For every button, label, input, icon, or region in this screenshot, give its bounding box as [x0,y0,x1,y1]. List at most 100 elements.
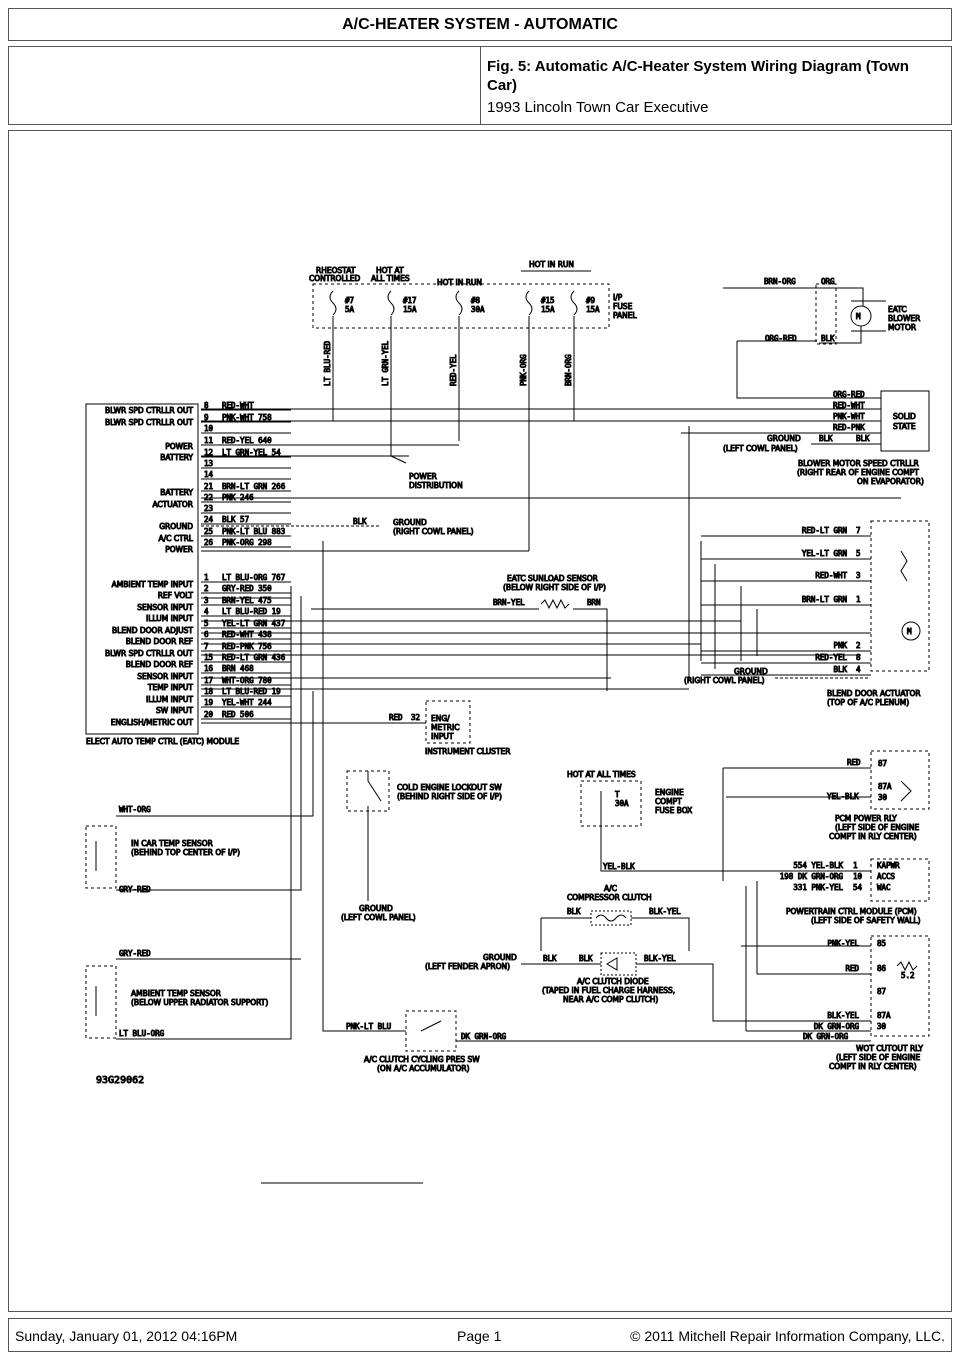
clutch-coil [595,914,627,922]
module-pin-wire: PNK-WHT 758 [222,413,272,422]
module-pin-number: 25 [204,527,213,536]
wot-row-wire: DK GRN-ORG [814,1022,860,1031]
module-function-label: BLEND DOOR ADJUST [112,626,193,635]
motor-symbol: M [856,312,861,321]
module-pin-wire: RED-WHT 438 [222,630,272,639]
incar-label-b: (BEHIND TOP CENTER OF I/P) [131,848,240,857]
module-function-label: BLWR SPD CTRLLR OUT [105,649,193,658]
footer-copyright: © 2011 Mitchell Repair Information Compa… [630,1328,945,1344]
blower-wire-1: BRN-ORG [764,277,796,286]
diagram-panel: RHEOSTAT CONTROLLED HOT AT ALL TIMES HOT… [8,130,952,1312]
pcm-label: POWERTRAIN CTRL MODULE (PCM) [786,907,917,916]
pcm-power-relay [870,750,930,810]
blend-pin-wire: BRN-LT GRN [802,595,847,604]
instrument-cluster [425,700,471,744]
fuse-heading-2: HOT AT [376,266,404,275]
blend-motor [901,621,921,641]
diode-ground: GROUND [483,953,517,962]
pcm-row-wire: 331 PNK-YEL [793,883,843,892]
module-pin-number: 4 [204,607,209,616]
module-function-label: A/C CTRL [159,534,194,543]
engine-fuse-box [580,780,642,827]
module-pin-number: 13 [204,459,213,468]
fuse-panel-label-c: PANEL [613,311,638,320]
module-function-label: ILLUM INPUT [146,614,193,623]
engine-fuse-label-c: FUSE BOX [655,806,692,815]
ground-24-wire: BLK [353,517,367,526]
figure-title: Fig. 5: Automatic A/C-Heater System Wiri… [487,58,909,94]
sc-gnd-wire: BLK [819,434,833,443]
footer-page: Page 1 [457,1328,502,1344]
fuse-amp: 30A [471,305,485,314]
pcm-relay-wires [722,767,912,881]
module-function-label: SENSOR INPUT [137,603,193,612]
blend-pot [900,550,908,582]
module-function-label: GROUND [159,522,193,531]
module-pin-number: 1 [204,573,209,582]
module-function-label: REF VOLT [158,591,194,600]
pcm-relay-w2: YEL-BLK [827,792,859,801]
cluster-pin: 32 [411,713,420,722]
module-pin-wire: PNK-LT BLU 883 [222,527,285,536]
sc-wire-2: RED-WHT [833,401,865,410]
wot-row-pin: 86 [877,964,887,973]
module-pin-wire: BLK 57 [222,515,249,524]
fuse-heading-4: HOT IN RUN [529,260,574,269]
fuse-number: #8 [471,296,481,305]
fuse-symbol [525,290,533,316]
speed-controller [880,390,930,452]
diode-wires [521,963,871,1022]
fuse-amp: 15A [403,305,417,314]
blower-wires [723,287,864,344]
blend-pin-number: 2 [856,641,861,650]
wot-row-wire: BLK-YEL [827,1011,859,1020]
ambient-w2: LT BLU-ORG [119,1029,165,1038]
ambient-wires [116,586,301,1040]
cycling-wires [322,541,871,1042]
blend-gnd-label: GROUND [734,667,768,676]
sc-wire-5: BLK [856,434,870,443]
page-footer: Sunday, January 01, 2012 04:16PM Page 1 … [8,1318,952,1352]
blend-pin-wire: YEL-LT GRN [802,549,847,558]
blend-motor-symbol: M [907,627,912,636]
sc-ground-label: GROUND [767,434,801,443]
cluster-under: INSTRUMENT CLUSTER [425,747,510,756]
module-pin-wire: RED 506 [222,710,254,719]
diode-label-b: (TAPED IN FUEL CHARGE HARNESS, [542,986,675,995]
speed-ctrl-label-c: ON EVAPORATOR) [857,477,924,486]
module-pin-number: 24 [204,515,214,524]
fuse-number: #15 [541,296,555,305]
cold-sw-ground: GROUND [359,904,393,913]
blower-label-b: BLOWER [888,314,920,323]
blend-pin-wire: RED-WHT [815,571,847,580]
power-distribution-b: DISTRIBUTION [409,481,463,490]
module-function-label: ENGLISH/METRIC OUT [111,718,194,727]
incar-w1: WHT-ORG [119,805,151,814]
module-pin-wire: BRN-YEL 475 [222,596,272,605]
clutch-label: A/C [604,884,617,893]
blower-wire-3: ORG-RED [765,334,797,343]
cluster-label-c: INPUT [431,732,454,741]
diode-w3: BLK-YEL [644,954,676,963]
module-pin-number: 19 [204,698,213,707]
cold-sw-ground-b: (LEFT COWL PANEL) [341,913,416,922]
blower-motor-box [815,283,837,345]
engine-fuse-amp: 30A [615,799,629,808]
wot-extra-wire: DK GRN-ORG [803,1032,849,1041]
cold-sw-label: COLD ENGINE LOCKOUT SW [397,783,502,792]
blend-pin-number: 5 [856,549,861,558]
pcm-row-function: ACCS [877,872,896,881]
wot-row-wire: PNK-YEL [827,939,859,948]
sunload-w1: BRN-YEL [493,598,525,607]
ground-right-cowl: GROUND [393,518,427,527]
engine-fuse-label-b: COMPT [655,797,682,806]
wot-coil-value: 5.2 [901,971,915,980]
module-function-label: SW INPUT [156,706,193,715]
blend-door-actuator [870,520,930,672]
blend-pin-number: 4 [856,665,861,674]
module-function-label: TEMP INPUT [147,683,194,692]
pcm-module [870,858,930,902]
wot-row-wire: RED [845,964,859,973]
ambient-w1: GRY-RED [119,949,151,958]
